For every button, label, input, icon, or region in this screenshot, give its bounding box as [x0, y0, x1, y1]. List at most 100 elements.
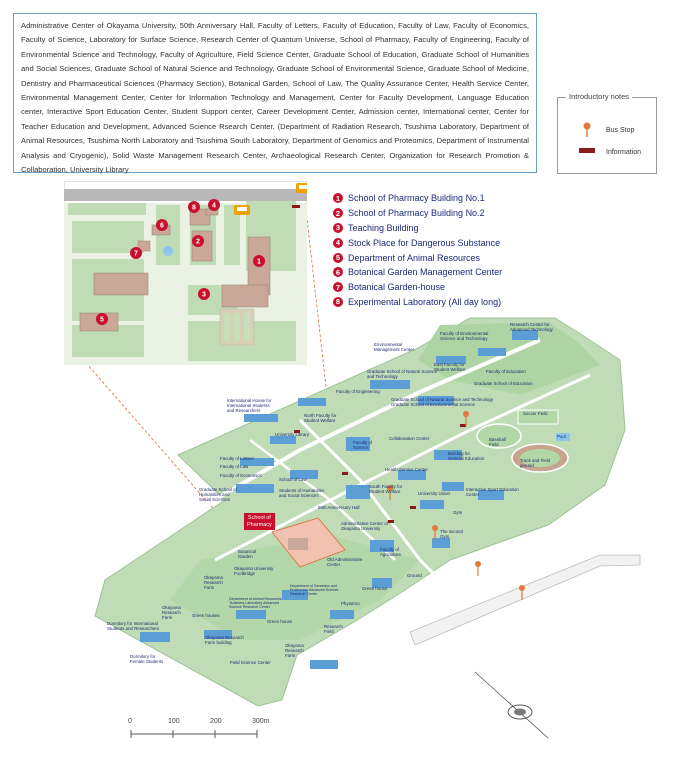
building — [434, 450, 462, 460]
bus-stop-icon — [475, 561, 481, 576]
label-faculty-science: Faculty of Science — [353, 440, 373, 451]
campus-field-ne — [418, 322, 600, 395]
building — [140, 632, 170, 642]
inset-road — [64, 189, 307, 201]
legend-row-bus-stop: Bus Stop — [578, 121, 634, 139]
label-north-faculty-welfare: North Faculty for Student Welfare — [304, 413, 337, 424]
label-dormitory-female: Dormitory for Female Students — [130, 654, 164, 665]
campus-field-south — [170, 535, 420, 640]
highway — [409, 554, 641, 646]
label-grad-education: Graduate School of Education — [474, 381, 533, 386]
label-university-union: University Union — [418, 491, 450, 496]
inset-map[interactable]: 1 2 3 4 5 6 7 8 — [63, 180, 314, 366]
scale-tick-label: 100 — [168, 718, 180, 725]
inset-map-drawing: 1 2 3 4 5 6 7 8 — [63, 180, 314, 366]
inset-number-markers: 1 2 3 4 5 6 7 8 — [96, 199, 265, 325]
label-dept-animal-resources: Department of Animal Resources Tsushima … — [229, 597, 282, 610]
number-badge: 1 — [333, 193, 343, 204]
building-list: 1 School of Pharmacy Building No.1 2 Schoo… — [333, 191, 502, 309]
label-soccer-field: Soccer Field — [523, 411, 548, 416]
svg-text:4: 4 — [212, 203, 216, 210]
svg-text:5: 5 — [100, 317, 104, 324]
building — [204, 630, 232, 639]
information-icon — [294, 430, 300, 433]
bus-stop-markers — [387, 411, 525, 600]
school-of-pharmacy-tag[interactable]: School of Pharmacy — [244, 513, 275, 530]
bus-icon — [234, 205, 250, 215]
number-badge: 6 — [333, 267, 343, 278]
svg-text:8: 8 — [192, 205, 196, 212]
building — [372, 578, 392, 588]
building — [346, 485, 370, 499]
building — [436, 356, 466, 364]
label-university-library: University Library — [275, 432, 309, 437]
building-name: Botanical Garden-house — [348, 282, 446, 293]
buildings-group — [140, 330, 538, 669]
building-name: School of Pharmacy Building No.2 — [348, 208, 485, 219]
label-green-houses: Green houses — [192, 613, 220, 618]
baseball-field — [476, 423, 522, 449]
inset-connector-line — [305, 209, 346, 556]
label-old-admin-center: Old Administrative Center — [327, 557, 363, 568]
building-item-5[interactable]: 5 Department of Animal Resources — [333, 250, 502, 265]
label-health-service-center: Health Service Center — [385, 467, 428, 472]
legend: Introductory notes Bus Stop Information — [557, 92, 657, 174]
svg-text:3: 3 — [202, 292, 206, 299]
number-badge: 7 — [333, 282, 343, 293]
label-phytotron: Phytotron — [341, 601, 360, 606]
road-diagonal-2 — [214, 373, 591, 562]
bus-icon — [296, 183, 314, 193]
building — [370, 380, 410, 389]
building-name: Stock Place for Dangerous Substance — [348, 237, 501, 248]
label-admin-center: Administrative Center of Okayama Univers… — [341, 521, 388, 532]
facilities-description-text: Administrative Center of Okayama Univers… — [21, 21, 529, 175]
label-okayama-research-farm-building: Okayama Research Farm building — [205, 635, 244, 646]
bus-stop-icon — [519, 585, 525, 600]
building — [236, 484, 274, 493]
building-item-7[interactable]: 7 Botanical Garden-house — [333, 280, 502, 295]
pool — [556, 433, 570, 441]
soccer-field — [517, 409, 559, 425]
label-faculty-economics: Faculty of Economics — [220, 473, 262, 478]
label-faculty-education: Faculty of Education — [486, 369, 526, 374]
label-green-house-2: Green house — [267, 619, 293, 624]
track-field-inner — [520, 449, 560, 467]
label-grad-natural-science: Graduate School of Natural Science and T… — [367, 369, 438, 380]
legend-information-label: Information — [606, 148, 642, 156]
label-students-humanities: Students of Humanities and Social Scienc… — [279, 488, 325, 499]
inset-buildings — [79, 208, 271, 332]
building-name: Department of Animal Resources — [348, 252, 481, 263]
svg-text:2: 2 — [196, 239, 200, 246]
label-faculty-agriculture: Faculty of Agriculture — [380, 547, 401, 558]
building — [418, 396, 454, 405]
label-faculty-env-science: Faculty of Environmental Science and Tec… — [440, 331, 489, 342]
building — [244, 414, 278, 422]
number-badge: 2 — [333, 208, 343, 219]
scale-bar: 0 100 200 300m — [128, 718, 270, 748]
label-okayama-research-farm-2: Okayama Research Farm — [162, 605, 181, 621]
building — [330, 610, 354, 619]
label-okayama-research-farm-3: Okayama Research Farm — [285, 643, 304, 659]
label-baseball-field: Baseball Field — [489, 437, 506, 448]
building-name: School of Pharmacy Building No.1 — [348, 193, 485, 204]
building-item-1[interactable]: 1 School of Pharmacy Building No.1 — [333, 191, 502, 206]
bus-stop-icon — [578, 121, 596, 139]
label-faculty-letters: Faculty of Letters — [220, 456, 254, 461]
label-ground: Ground — [407, 573, 422, 578]
label-dept-genomics: Department of Genomics and Proteomics Ad… — [290, 584, 339, 597]
legend-title: Introductory notes — [566, 92, 633, 101]
building — [298, 398, 326, 406]
building-item-2[interactable]: 2 School of Pharmacy Building No.2 — [333, 206, 502, 221]
label-research-center-advanced-tech: Research Center for Advanced Technology — [510, 322, 553, 333]
building — [442, 482, 464, 491]
building-name: Experimental Laboratory (All day long) — [348, 296, 502, 307]
building — [240, 458, 274, 466]
building-name: Teaching Building — [348, 222, 419, 233]
number-badge: 5 — [333, 252, 343, 263]
label-green-house-1: Green house — [362, 586, 388, 591]
